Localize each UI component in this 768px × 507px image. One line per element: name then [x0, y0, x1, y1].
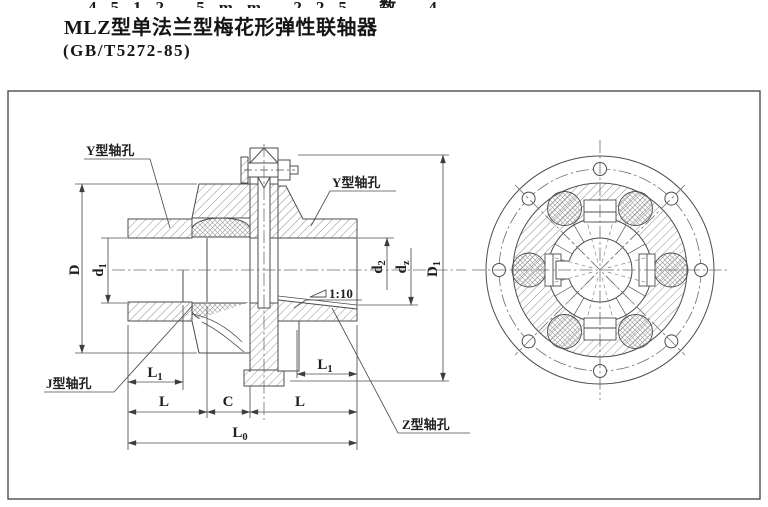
callout-z-bore: Z型轴孔	[402, 417, 450, 432]
callout-y-bore-left: Y型轴孔	[86, 143, 134, 158]
dim-label-L0: L0	[232, 425, 247, 443]
callout-leaders	[44, 158, 470, 434]
dim-label-L1-right: L1	[317, 357, 332, 375]
taper-ratio-label: 1:10	[329, 286, 353, 301]
section-dimensions	[75, 154, 449, 450]
drawing-border	[7, 90, 761, 500]
section-view	[127, 147, 362, 387]
callout-j-bore: J型轴孔	[46, 376, 92, 391]
dim-label-C: C	[223, 394, 234, 410]
dim-label-dz: dz	[394, 260, 412, 273]
dim-label-D1: D1	[425, 261, 443, 277]
dim-label-L1-left: L1	[147, 365, 162, 383]
dim-label-d1: d1	[91, 263, 109, 277]
clipped-previous-line: 4512 5mm 225 数 4	[88, 0, 748, 8]
page-title: MLZ型单法兰型梅花形弹性联轴器	[64, 17, 378, 39]
standard-number: (GB/T5272-85)	[63, 41, 192, 60]
dim-label-L-right: L	[295, 394, 305, 410]
dim-label-L-left: L	[159, 394, 169, 410]
front-view-centerlines	[472, 140, 728, 400]
dim-label-d2: d2	[370, 260, 388, 274]
taper-symbol	[309, 289, 327, 298]
callout-y-bore-right: Y型轴孔	[332, 175, 380, 190]
keyway	[555, 260, 569, 280]
section-centerlines	[112, 144, 466, 420]
dim-label-D: D	[67, 264, 83, 275]
